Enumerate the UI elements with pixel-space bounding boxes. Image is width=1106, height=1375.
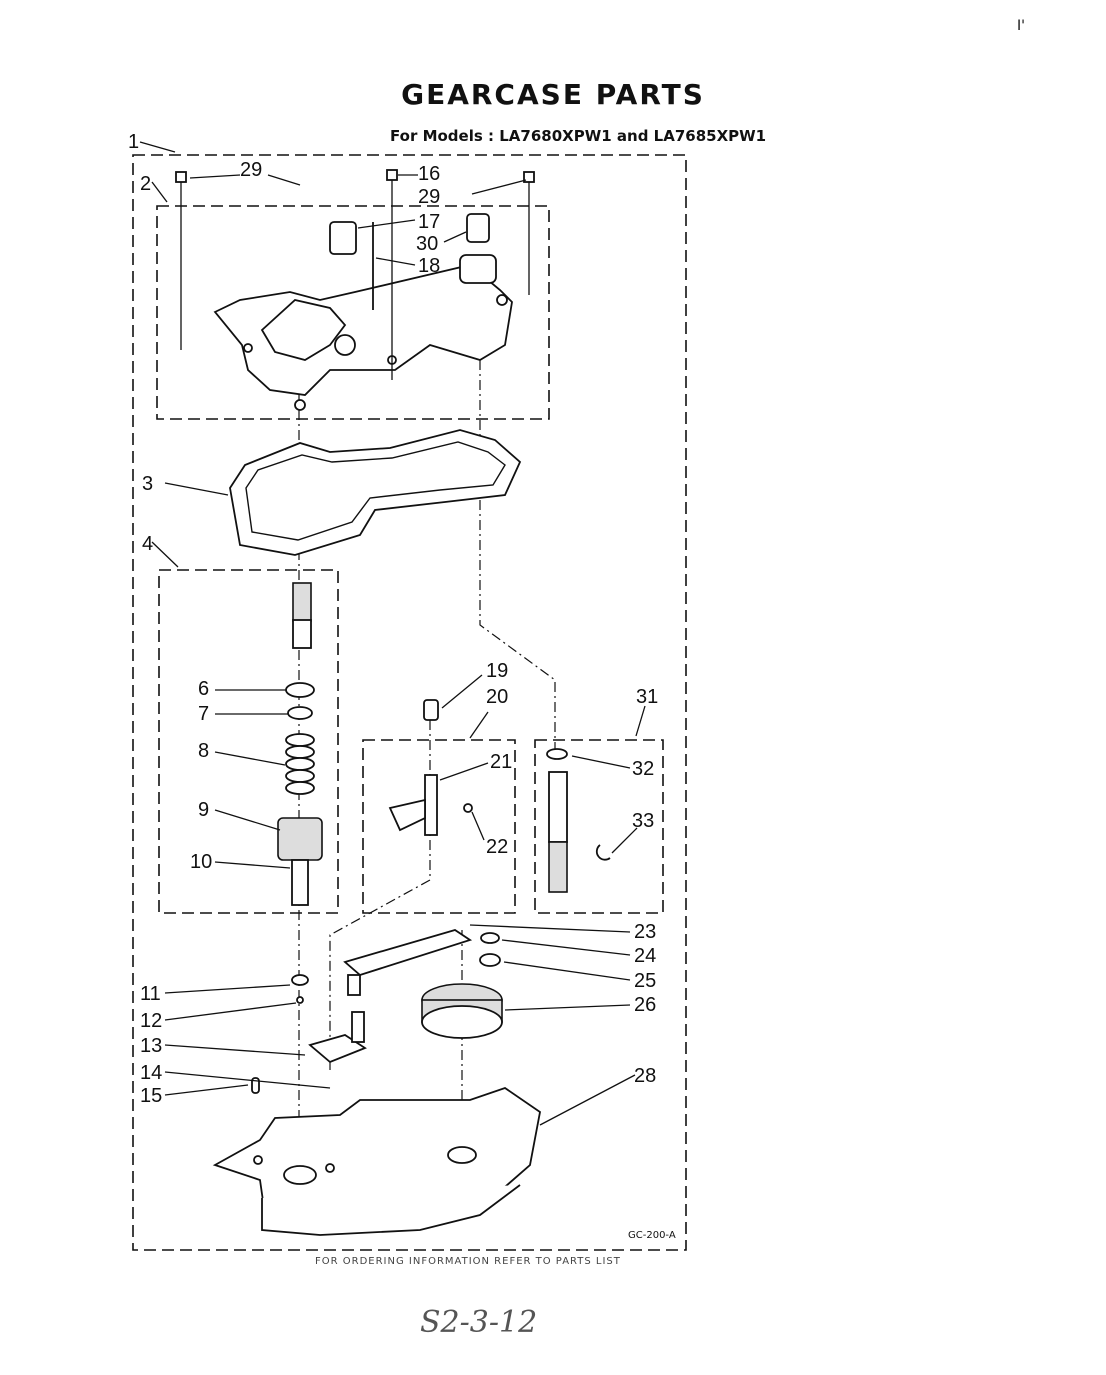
callout-9: 9 — [198, 799, 209, 821]
callout-23: 23 — [634, 921, 656, 943]
shaft-assembly-part — [277, 582, 323, 906]
callout-11: 11 — [140, 983, 161, 1005]
callout-20: 20 — [486, 686, 508, 708]
callout-32: 32 — [632, 758, 654, 780]
lower-drive-parts — [251, 929, 503, 1094]
assembly-box-cover — [156, 205, 550, 420]
callout-14: 14 — [140, 1062, 162, 1084]
assembly-box-shift-fork — [362, 739, 516, 914]
footer-note: FOR ORDERING INFORMATION REFER TO PARTS … — [315, 1256, 621, 1267]
models-subtitle: For Models : LA7680XPW1 and LA7685XPW1 — [390, 127, 767, 145]
callout-7: 7 — [198, 703, 209, 725]
assembly-box-worm-shaft — [534, 739, 664, 914]
callout-33: 33 — [632, 810, 654, 832]
callout-4: 4 — [142, 533, 153, 555]
leader-lines — [139, 141, 646, 1126]
screw-parts — [175, 169, 535, 380]
callout-1: 1 — [128, 131, 139, 153]
callout-26: 26 — [634, 994, 656, 1016]
page-title: GEARCASE PARTS — [401, 78, 705, 111]
callout-2: 2 — [140, 173, 151, 195]
diagram-code: GC-200-A — [628, 1230, 676, 1241]
gearcase-cover-part — [213, 213, 513, 411]
callout-16: 16 — [418, 163, 440, 185]
callout-15: 15 — [140, 1085, 162, 1107]
worm-shaft-part — [546, 748, 611, 893]
callout-18: 18 — [418, 255, 440, 277]
callout-24: 24 — [634, 945, 656, 967]
callout-8: 8 — [198, 740, 209, 762]
callout-29-left: 29 — [240, 159, 262, 181]
callout-13: 13 — [140, 1035, 162, 1057]
callout-10: 10 — [190, 851, 212, 873]
gearcase-base-part — [212, 1087, 541, 1236]
page-mark: I' — [1017, 18, 1025, 34]
gasket-part — [229, 429, 522, 556]
shift-fork-part — [388, 699, 473, 836]
callout-6: 6 — [198, 678, 209, 700]
callout-28: 28 — [634, 1065, 656, 1087]
callout-12: 12 — [140, 1010, 162, 1032]
assembly-box-outer — [132, 154, 687, 1251]
axis-line-fork — [329, 720, 431, 1070]
callout-17: 17 — [418, 211, 440, 233]
callout-25: 25 — [634, 970, 656, 992]
callout-22: 22 — [486, 836, 508, 858]
callout-3: 3 — [142, 473, 153, 495]
callout-numbers: 1 2 29 16 29 17 30 18 3 4 6 7 8 9 10 19 … — [128, 131, 658, 1107]
callout-31: 31 — [636, 686, 658, 708]
assembly-box-shaft — [158, 569, 339, 914]
callout-19: 19 — [486, 660, 508, 682]
callout-30: 30 — [416, 233, 438, 255]
callout-29-right: 29 — [418, 186, 440, 208]
handwritten-note: S2-3-12 — [420, 1305, 538, 1340]
callout-21: 21 — [490, 751, 512, 773]
